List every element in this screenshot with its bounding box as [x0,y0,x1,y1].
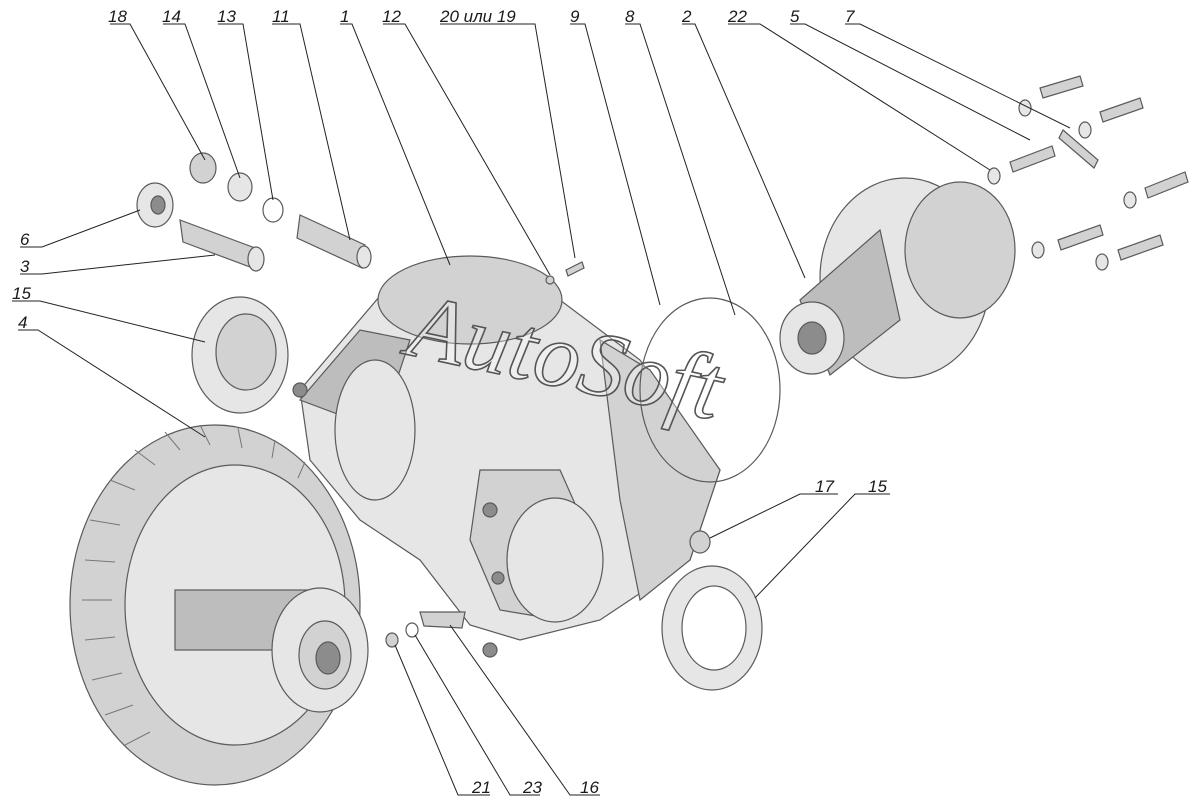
callout-20or19: 20 или 19 [439,7,516,26]
washer-part-23 [405,622,419,638]
ring-part-13 [262,197,284,223]
lock-plate-part-16 [419,611,466,629]
leader-1 [340,23,451,266]
leader-4 [18,329,206,438]
leader-7 [845,23,1071,129]
plug-part-18 [189,152,217,184]
housing-part-1 [292,255,721,658]
callout-21: 21 [471,778,491,797]
leader-9 [570,23,661,306]
callout-23: 23 [522,778,542,797]
roller-bearing-part-15 [661,565,763,691]
leader-6 [20,209,141,248]
leader-5 [790,23,1031,141]
leader-20or19 [440,23,576,259]
bolt-part-12 [545,275,555,285]
callout-15-bottom: 15 [868,477,887,496]
leader-16 [449,624,600,796]
callout-3: 3 [20,257,30,276]
bolt-part-20-or-19 [565,261,585,277]
callout-6: 6 [20,230,30,249]
callout-9: 9 [570,7,580,26]
leader-14 [163,23,241,179]
leader-21 [394,644,490,796]
adjusting-nut-part-3 [179,219,265,272]
sleeve-part-11 [296,214,372,269]
callout-13: 13 [217,7,236,26]
callout-7: 7 [845,7,855,26]
bolt-part-21 [385,632,399,648]
bearing-ring-part-15 [191,296,289,414]
callout-18: 18 [108,7,127,26]
leader-8 [625,23,736,316]
leader-12 [383,23,551,276]
callout-16: 16 [580,778,599,797]
callout-22: 22 [727,7,747,26]
leader-15a [12,300,206,343]
leader-3 [20,254,216,275]
callout-17: 17 [815,477,834,496]
callout-8: 8 [625,7,635,26]
leader-2 [682,23,806,279]
nut-part-17 [689,530,711,554]
lock-plate-part-7 [1058,129,1099,169]
leader-18 [110,23,206,161]
callout-2: 2 [681,7,692,26]
callout-4: 4 [18,313,27,332]
leader-15b [754,493,890,599]
leader-13 [218,23,274,201]
callout-15-top: 15 [12,284,31,303]
bolts-part-5 [1009,75,1189,261]
callout-1: 1 [340,7,349,26]
leader-17 [709,493,838,539]
callout-11: 11 [272,7,290,26]
washer-part-14 [227,172,253,202]
nut-part-6 [136,182,174,228]
diff-case-part-2 [779,177,1016,379]
leader-23 [414,634,540,796]
callout-5: 5 [790,7,800,26]
leader-lines [12,23,1071,796]
callout-14: 14 [162,7,181,26]
ring-gear-part-4 [69,424,369,786]
leader-11 [272,23,351,241]
callout-labels: 18 14 13 11 1 12 20 или 19 9 8 2 22 5 7 … [12,7,887,797]
gasket-part-9 [639,297,781,483]
leader-22 [728,23,991,171]
callout-12: 12 [382,7,401,26]
washers-part-22 [987,99,1137,271]
